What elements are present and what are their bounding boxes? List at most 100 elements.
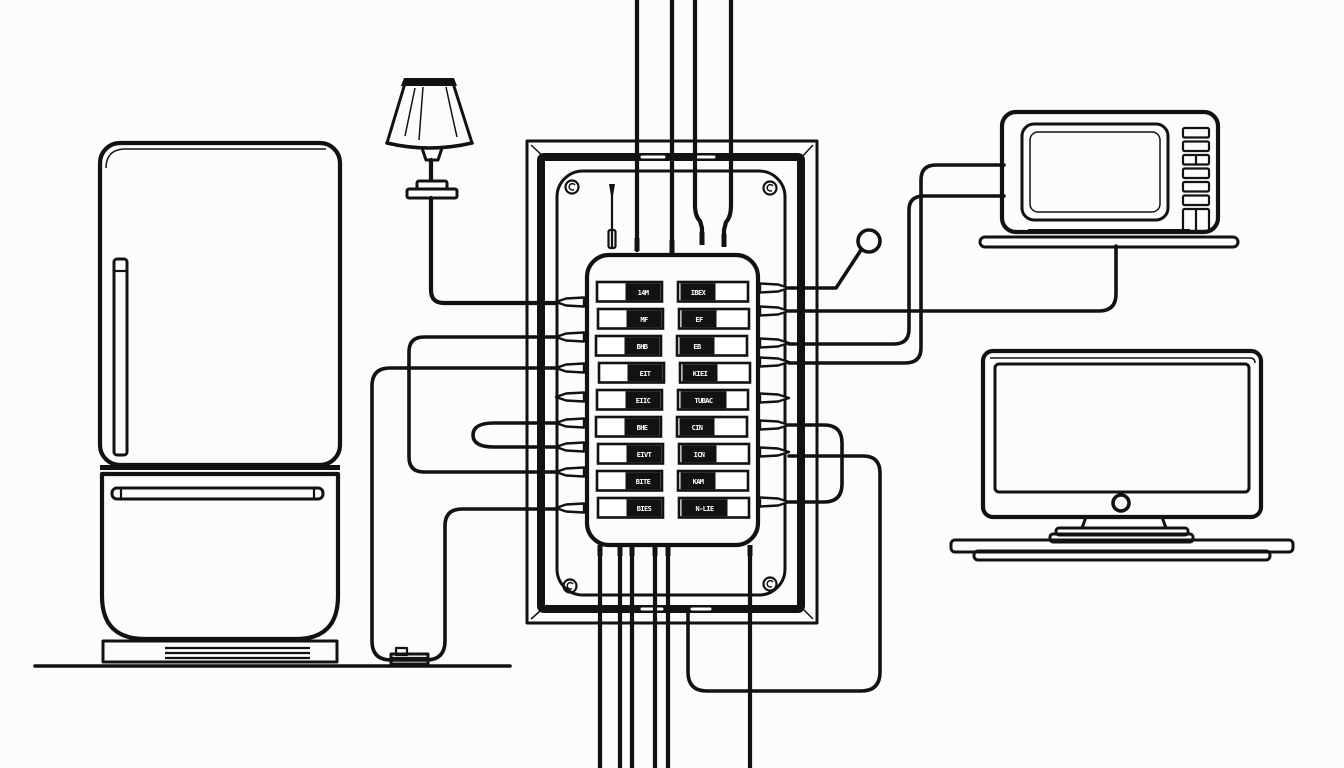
fridge-divider <box>100 465 340 470</box>
wire-lamp-to-panel <box>428 195 559 306</box>
panel-corner-marks <box>530 144 814 620</box>
breaker-label-box <box>626 499 662 517</box>
breaker-label-box <box>626 310 662 328</box>
breaker-row: BHB EB <box>594 334 749 357</box>
microwave-button <box>1181 140 1211 153</box>
computer-monitor <box>949 348 1295 562</box>
monitor-bezel-inner-line <box>990 357 1256 364</box>
terminal-lug-icon <box>758 496 791 508</box>
breaker-label-text: IBEX <box>691 289 707 297</box>
screw-icon <box>562 578 578 594</box>
breaker-label-box <box>680 391 727 409</box>
breaker-row: EIT KIEI <box>597 361 752 384</box>
ball-connector <box>856 228 882 254</box>
breaker-label-box <box>625 283 661 301</box>
fridge-plinth <box>101 639 339 664</box>
breaker-label-text: BIES <box>637 505 652 513</box>
breaker-label-text: EB <box>693 343 701 351</box>
microwave-window <box>1020 122 1170 222</box>
breaker-label-text: EIT <box>640 370 651 378</box>
terminal-lug-icon <box>758 419 791 431</box>
breaker-label-text: BHB <box>637 343 648 351</box>
panel-frame-breaks <box>640 155 716 611</box>
monitor-power-button <box>1111 493 1131 513</box>
wire-top-feed-3 <box>692 0 705 245</box>
connector-pin <box>607 184 617 250</box>
fridge-top-door <box>97 140 343 468</box>
microwave-shelf <box>978 235 1240 249</box>
breaker-label-text: BHE <box>637 424 648 432</box>
wire-panel-to-microwave-low <box>787 194 1006 346</box>
screw-icon <box>762 180 778 196</box>
fridge-drawer <box>99 471 341 642</box>
lamp-shade <box>385 78 474 150</box>
breaker-label-box <box>680 283 716 301</box>
microwave-window-inner <box>1029 131 1161 213</box>
microwave-buttons <box>1181 126 1211 233</box>
terminal-lug-icon <box>758 282 791 294</box>
wire-panel-to-microwave-high <box>787 163 1006 365</box>
lamp-shade-rim-top <box>401 78 457 86</box>
fridge-handle-ticks <box>119 489 316 498</box>
wire-panel-to-microwave-shelf <box>787 244 1118 313</box>
terminal-lug-icon <box>758 305 791 317</box>
breaker-label-text: KIEI <box>693 370 708 378</box>
breaker-label-text: N-LIE <box>695 505 713 513</box>
wire-top-feed-4 <box>721 0 734 247</box>
wire-bottom-loop-right <box>686 454 882 693</box>
breaker-label-text: MF <box>640 316 648 324</box>
terminal-lug-icon <box>554 417 586 429</box>
breaker-label-text: 14M <box>638 289 649 297</box>
breaker-label-box <box>626 445 662 463</box>
terminal-lug-icon <box>554 466 586 478</box>
breaker-label-box <box>681 445 717 463</box>
screw-icon <box>762 576 778 592</box>
breaker-label-box <box>625 391 661 409</box>
breaker-label-box <box>681 499 728 517</box>
terminal-lug-icon <box>554 331 586 343</box>
lamp-collar <box>420 146 444 162</box>
microwave-button <box>1181 180 1211 193</box>
breaker-label-text: ICN <box>694 451 705 459</box>
breaker-row: 14M IBEX <box>595 280 750 303</box>
terminal-lug-icon <box>758 356 791 368</box>
screw-icon <box>564 179 580 195</box>
terminal-lug-icon <box>554 502 586 514</box>
breaker-label-box <box>682 364 718 382</box>
monitor-screen <box>993 362 1251 494</box>
breaker-label-box <box>681 310 717 328</box>
fridge-door-handle <box>112 257 129 457</box>
terminal-lug-icon <box>758 446 791 458</box>
wire-to-ball <box>787 248 863 290</box>
breaker-label-box <box>679 418 715 436</box>
plug-block <box>389 646 430 666</box>
fridge-drawer-handle <box>110 486 325 501</box>
microwave-button <box>1181 194 1211 207</box>
breaker-label-box <box>680 472 716 490</box>
breaker-label-text: EIVT <box>637 451 652 459</box>
wire-loop-left-floor <box>370 366 558 662</box>
terminal-lug-icon <box>758 337 791 349</box>
lamp-shade-hatch <box>404 86 458 141</box>
breaker-label-box <box>627 364 663 382</box>
wiring <box>370 0 1118 768</box>
fridge-vent-icon <box>165 646 310 660</box>
breaker-row: BIES N-LIE <box>596 496 751 519</box>
microwave-oven <box>978 109 1240 249</box>
microwave-button <box>1181 167 1211 180</box>
microwave-button <box>1181 126 1211 139</box>
breaker-label-text: EF <box>695 316 703 324</box>
wire-loop-right <box>787 423 844 504</box>
breaker-label-text: TUBAC <box>694 397 712 405</box>
terminal-lugs <box>554 282 791 514</box>
breaker-box <box>584 252 761 548</box>
microwave-body <box>999 109 1221 235</box>
wire-loop-left-a <box>407 335 558 474</box>
refrigerator <box>97 140 343 664</box>
terminal-lug-icon <box>554 441 586 453</box>
breaker-label-box <box>625 472 661 490</box>
